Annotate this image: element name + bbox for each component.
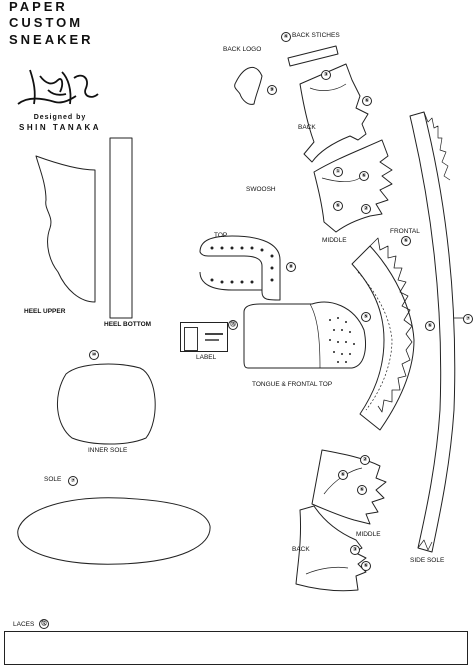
heel-bottom-label: HEEL BOTTOM (104, 321, 152, 328)
label-label: LABEL (196, 354, 217, 361)
heel-upper-piece (35, 155, 96, 303)
back-top-piece (299, 63, 369, 163)
inner-sole-number: ⑩ (89, 350, 99, 360)
back-top-label: BACK (298, 124, 316, 131)
middle-bottom-number-3: ⑥ (357, 485, 367, 495)
middle-bottom-number-2: ⑥ (338, 470, 348, 480)
swoosh-number-2: ⑥ (359, 171, 369, 181)
heel-upper-label: HEEL UPPER (24, 308, 66, 315)
label-print-line (205, 333, 223, 335)
middle-bottom-piece (311, 449, 387, 525)
sole-label: SOLE (44, 476, 62, 483)
frontal-number: ⑥ (401, 236, 411, 246)
swoosh-number-1: ① (333, 167, 343, 177)
middle-bottom-number-1: ② (360, 455, 370, 465)
back-logo-label: BACK LOGO (223, 46, 262, 53)
tongue-piece (243, 301, 366, 369)
back-bottom-label: BACK (292, 546, 310, 553)
back-logo-piece (234, 67, 263, 105)
inner-sole-piece (56, 363, 156, 445)
sole-number: ⑦ (68, 476, 78, 486)
sole-piece (17, 497, 211, 565)
middle-top-label: MIDDLE (322, 237, 347, 244)
back-stiches-piece (287, 45, 339, 67)
designed-by-text: Designed by (33, 114, 87, 121)
top-piece (199, 235, 281, 301)
side-sole-number: ⑥ (425, 321, 435, 331)
swoosh-piece (313, 139, 393, 233)
title-line-1: PAPER (9, 0, 68, 14)
title-line-2: CUSTOM (9, 15, 84, 30)
tongue-label: TONGUE & FRONTAL TOP (252, 381, 333, 388)
side-marker-number: ⑦ (463, 314, 473, 324)
middle-bottom-label: MIDDLE (356, 531, 381, 538)
back-top-number-1: ③ (321, 70, 331, 80)
designer-name: SHIN TANAKA (18, 123, 101, 132)
back-bottom-number-1: ③ (350, 545, 360, 555)
title-line-3: SNEAKER (9, 32, 94, 47)
swoosh-number-4: ② (361, 204, 371, 214)
back-top-number-2: ⑥ (362, 96, 372, 106)
back-stiches-number: ④ (281, 32, 291, 42)
label-number: ⑬ (228, 320, 238, 330)
back-stiches-label: BACK STICHES (292, 32, 340, 39)
laces-piece (4, 631, 468, 665)
tongue-holes (329, 317, 355, 363)
top-lace-holes (210, 246, 274, 284)
frontal-piece (351, 245, 415, 431)
tongue-number: ⑤ (361, 312, 371, 322)
label-inner-box (184, 327, 198, 351)
label-print-line (205, 339, 219, 341)
top-label: TOP (214, 232, 228, 239)
back-bottom-piece (295, 505, 367, 592)
laces-number: ⑫ (39, 619, 49, 629)
back-logo-number: ⑨ (267, 85, 277, 95)
heel-bottom-piece (109, 137, 133, 319)
signature-logo (17, 69, 99, 105)
side-sole-piece (409, 111, 456, 553)
frontal-label: FRONTAL (390, 228, 420, 235)
laces-label: LACES (13, 621, 35, 628)
back-bottom-number-2: ⑥ (361, 561, 371, 571)
swoosh-label: SWOOSH (246, 186, 276, 193)
label-piece (180, 322, 228, 352)
side-sole-label: SIDE SOLE (410, 557, 445, 564)
swoosh-number-3: ⑥ (333, 201, 343, 211)
inner-sole-label: INNER SOLE (88, 447, 128, 454)
top-number: ⑧ (286, 262, 296, 272)
